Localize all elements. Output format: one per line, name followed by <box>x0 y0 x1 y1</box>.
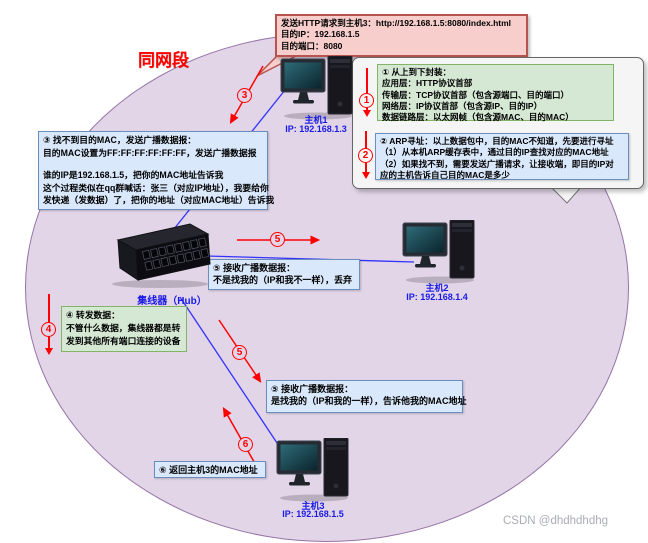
arrow-step1 <box>363 68 371 117</box>
box-line: 网络层：IP协议首部（包含源IP、目的IP） <box>382 100 543 111</box>
arp-box: ② ARP寻址：以上数据包中，目的MAC不知道，先要进行寻址 （1）从本机ARP… <box>375 133 629 180</box>
step-marker-2: 2 <box>358 148 373 163</box>
box-line: 数据链路层：以太网帧（包含源MAC、目的MAC） <box>382 112 574 123</box>
hub-icon <box>102 218 214 296</box>
host2-ip: IP: 192.168.1.4 <box>406 292 468 302</box>
box-line: 不是找我的（IP和我不一样），丢弃 <box>213 275 353 285</box>
box-line: ⑤ 接收广播数据报： <box>213 263 296 273</box>
watermark: CSDN @dhdhdhdhg <box>503 515 609 527</box>
subnet-label: 同网段 <box>138 51 189 70</box>
box-line: （2）如果找不到，需要发送广播请求，让接收端，即目的IP对 <box>380 158 614 169</box>
box-line: 目的MAC设置为FF:FF:FF:FF:FF:FF，发送广播数据报 <box>43 147 257 158</box>
box-line: 传输层：TCP协议首部（包含源端口、目的端口） <box>382 89 570 100</box>
box-line: ⑤ 接收广播数据报： <box>271 384 354 394</box>
box-line: 目的IP：192.168.1.5 <box>281 29 360 40</box>
step-marker-3: 3 <box>237 88 252 103</box>
hub-receive-box: ⑤ 接收广播数据报： 不是找我的（IP和我不一样），丢弃 <box>208 259 360 290</box>
host3-name: 主机3 <box>301 501 325 511</box>
host2-computer-icon <box>402 219 478 284</box>
step-marker-5a: 5 <box>270 232 285 247</box>
encapsulation-box: ① 从上到下封装： 应用层：HTTP协议首部 传输层：TCP协议首部（包含源端口… <box>377 64 614 123</box>
host1-computer-icon <box>280 55 356 120</box>
return-mac-box: ⑥ 返回主机3的MAC地址 <box>154 461 266 478</box>
forward-box: ④ 转发数据： 不管什么数据，集线器都是转 发到其他所有端口连接的设备 <box>61 306 187 352</box>
step-marker-6: 6 <box>238 437 253 452</box>
host3-computer-icon <box>276 437 352 502</box>
host2-name: 主机2 <box>425 283 449 293</box>
box-line: （1）从本机ARP缓存表中，通过目的IP查找对应的MAC地址 <box>380 147 609 158</box>
box-line: 应用层：HTTP协议首部 <box>382 78 473 89</box>
box-line: ② ARP寻址：以上数据包中，目的MAC不知道，先要进行寻址 <box>380 136 614 146</box>
box-line: 这个过程类似在qq群喊话：张三（对应IP地址），我要给你 <box>43 182 269 193</box>
box-line: 发送HTTP请求到主机3：http://192.168.1.5:8080/ind… <box>281 18 512 28</box>
host3-receive-box: ⑤ 接收广播数据报： 是找我的（IP和我的一样），告诉他我的MAC地址 <box>266 380 467 413</box>
box-line: 是找我的（IP和我的一样），告诉他我的MAC地址 <box>271 396 467 406</box>
http-request-box: 发送HTTP请求到主机3：http://192.168.1.5:8080/ind… <box>275 14 528 57</box>
box-line: 目的端口：8080 <box>281 40 343 51</box>
step-marker-1: 1 <box>359 93 374 108</box>
box-line: 谁的IP是192.168.1.5，把你的MAC地址告诉我 <box>43 169 224 180</box>
step-marker-5b: 5 <box>232 345 247 360</box>
step-marker-4: 4 <box>41 322 56 337</box>
box-line: ③ 找不到目的MAC，发送广播数据报： <box>43 135 197 145</box>
host1-name: 主机1 <box>304 115 328 125</box>
box-line: 不管什么数据，集线器都是转 <box>66 322 181 333</box>
box-line: 发到其他所有端口连接的设备 <box>66 335 181 346</box>
box-line: ⑥ 返回主机3的MAC地址 <box>159 465 258 475</box>
box-line: 应的主机告诉自己目的MAC是多少 <box>380 169 510 180</box>
box-line: 发快递（发数据）了，把你的地址（对应MAC地址）告诉我 <box>43 195 275 206</box>
box-line: ④ 转发数据： <box>66 310 120 320</box>
arrow-step4 <box>45 294 53 355</box>
host3-ip: IP: 192.168.1.5 <box>282 509 344 519</box>
broadcast-box: ③ 找不到目的MAC，发送广播数据报： 目的MAC设置为FF:FF:FF:FF:… <box>38 131 275 210</box>
host1-ip: IP: 192.168.1.3 <box>285 124 347 134</box>
hub-name: 集线器（Hub） <box>137 296 207 307</box>
box-line <box>43 160 263 169</box>
box-line: ① 从上到下封装： <box>382 67 452 77</box>
